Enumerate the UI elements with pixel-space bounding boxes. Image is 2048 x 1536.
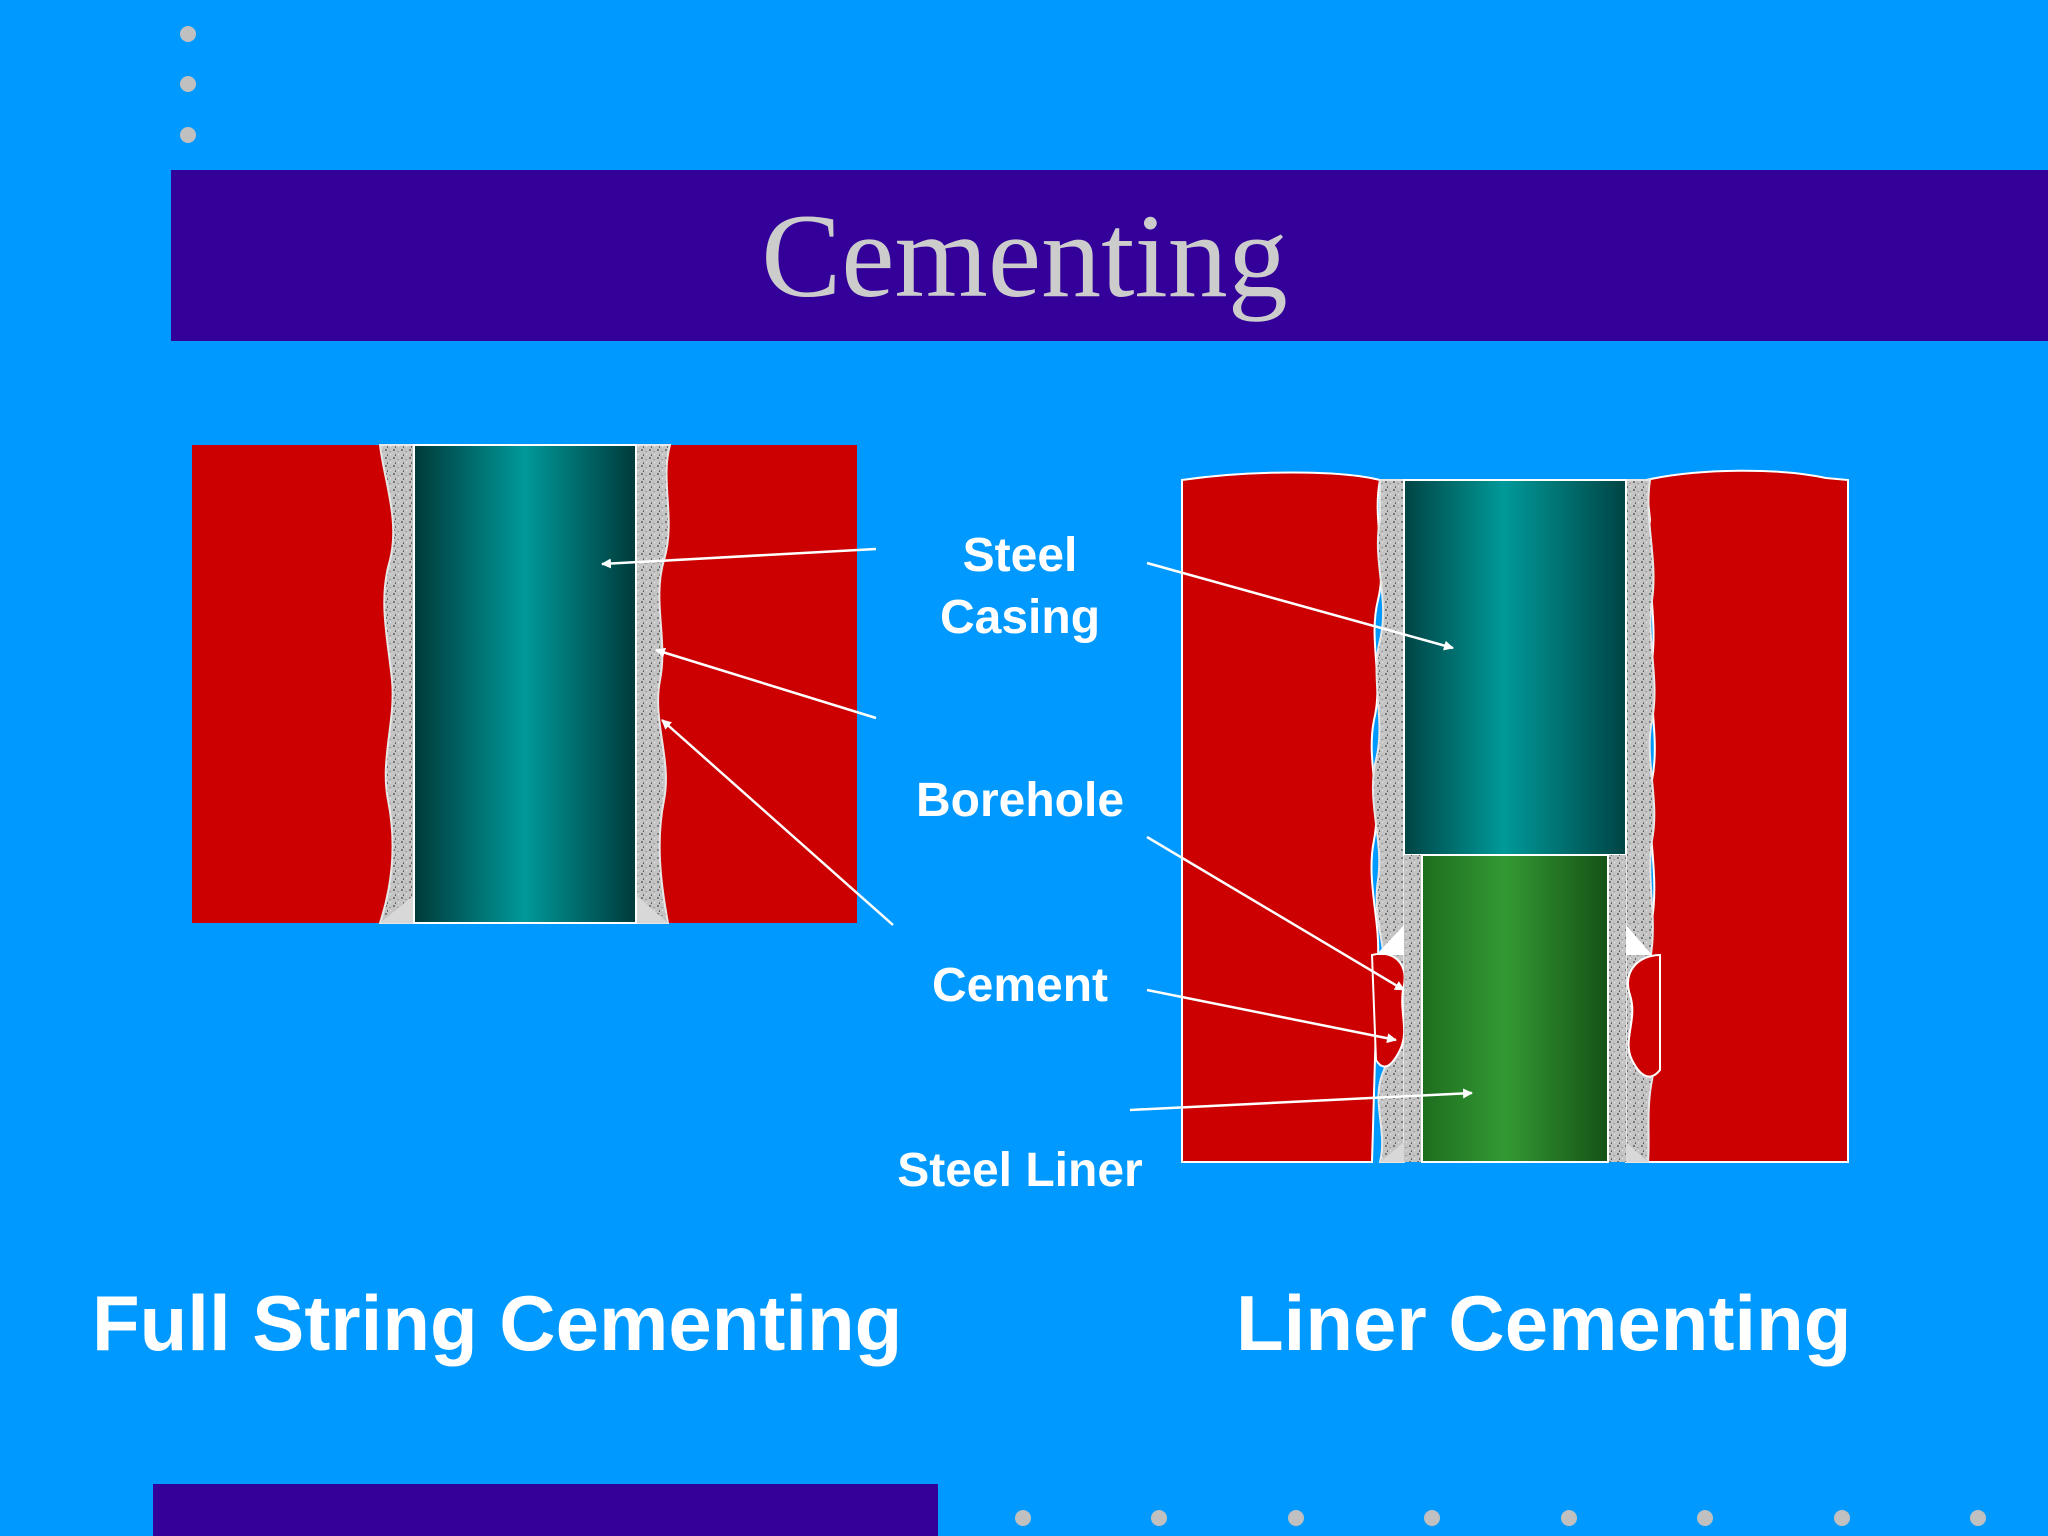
liner-shoe-left bbox=[1380, 1142, 1404, 1162]
decor-dot bbox=[1288, 1510, 1304, 1526]
decor-dot bbox=[180, 76, 196, 92]
title-band bbox=[171, 170, 2048, 341]
steel-liner bbox=[1421, 854, 1609, 1163]
casing-shoe-left bbox=[1376, 925, 1404, 955]
formation-right-right bbox=[1644, 469, 1849, 1163]
liner-annulus-gap-right bbox=[1608, 855, 1626, 1162]
caption-full-string: Full String Cementing bbox=[92, 1279, 903, 1367]
bottom-band bbox=[153, 1484, 938, 1536]
borehole-washout-left bbox=[1370, 952, 1406, 1068]
cement-annulus-left bbox=[378, 444, 415, 924]
arrow-cement-right bbox=[1146, 988, 1397, 1044]
caption-liner: Liner Cementing bbox=[1236, 1279, 1852, 1367]
full-string-diagram bbox=[192, 444, 857, 924]
decor-dot bbox=[1151, 1510, 1167, 1526]
decor-dot bbox=[1561, 1510, 1577, 1526]
arrow-steel-liner bbox=[1129, 1088, 1473, 1112]
steel-casing-right bbox=[1403, 479, 1627, 856]
decor-dot bbox=[1015, 1510, 1031, 1526]
arrow-steel-casing-left bbox=[601, 547, 877, 569]
slide-title: Cementing bbox=[761, 188, 1288, 322]
cement-shoe-left bbox=[380, 895, 414, 923]
label-borehole: Borehole bbox=[915, 774, 1125, 827]
arrow-cement-left bbox=[661, 719, 894, 926]
cement-shoe-right bbox=[636, 895, 668, 923]
borehole-washout-right bbox=[1627, 953, 1661, 1078]
arrow-steel-casing-right bbox=[1146, 561, 1454, 651]
liner-shoe-right bbox=[1626, 1142, 1648, 1162]
arrow-borehole-right bbox=[1146, 835, 1405, 992]
decor-dot bbox=[180, 26, 196, 42]
decor-dot bbox=[1424, 1510, 1440, 1526]
decor-dot bbox=[1697, 1510, 1713, 1526]
casing-shoe-right bbox=[1626, 925, 1652, 955]
steel-casing-left bbox=[413, 444, 637, 924]
decor-dot bbox=[1834, 1510, 1850, 1526]
liner-annulus-gap-left bbox=[1404, 855, 1422, 1162]
callout-arrows bbox=[601, 547, 1473, 1112]
arrow-borehole-left bbox=[655, 647, 877, 720]
formation-right-left bbox=[1181, 471, 1383, 1163]
decor-dot bbox=[1970, 1510, 1986, 1526]
label-steel-casing: Steel Casing bbox=[939, 529, 1101, 644]
liner-diagram bbox=[1181, 469, 1849, 1163]
cement-annulus-right bbox=[635, 444, 672, 924]
label-steel-liner: Steel Liner bbox=[897, 1144, 1143, 1197]
decor-dot bbox=[180, 127, 196, 143]
label-cement: Cement bbox=[931, 959, 1109, 1012]
